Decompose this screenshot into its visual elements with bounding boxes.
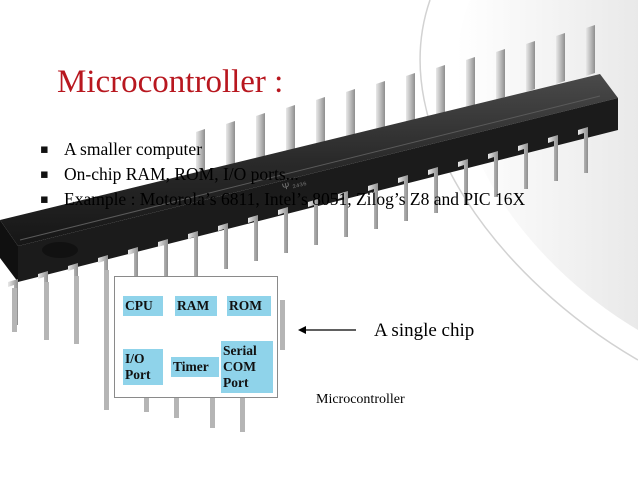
rom-block: ROM — [227, 296, 271, 316]
bullet-text: A smaller computer — [64, 139, 203, 159]
ram-block: RAM — [175, 296, 217, 316]
bullet-item: ▪ On-chip RAM, ROM, I/O ports... — [40, 164, 580, 185]
callout-arrow — [298, 326, 356, 334]
callout-label: A single chip — [374, 320, 475, 341]
chip-pins-back — [196, 25, 595, 180]
timer-block: Timer — [171, 357, 219, 377]
chip-body-end — [0, 220, 18, 282]
chip-body-side — [18, 98, 618, 282]
square-bullet-icon: ▪ — [40, 167, 49, 182]
serial-com-port-block: Serial COM Port — [221, 341, 273, 393]
io-port-block: I/O Port — [123, 349, 163, 385]
bullet-item: ▪ Example : Motorola’s 6811, Intel’s 805… — [40, 189, 580, 210]
square-bullet-icon: ▪ — [40, 192, 49, 207]
bullet-text: Example : Motorola’s 6811, Intel’s 8051,… — [64, 189, 526, 209]
chip-notch — [42, 242, 78, 258]
cpu-block: CPU — [123, 296, 163, 316]
bullet-item: ▪ A smaller computer — [40, 139, 580, 160]
diagram-caption: Microcontroller — [316, 392, 405, 407]
bullet-text: On-chip RAM, ROM, I/O ports... — [64, 164, 299, 184]
chip-body-top — [0, 74, 618, 246]
chip-pins-lower — [12, 270, 285, 432]
bullet-list: ▪ A smaller computer ▪ On-chip RAM, ROM,… — [40, 139, 580, 214]
microcontroller-block-diagram: CPU RAM ROM I/O Port Timer Serial COM Po… — [114, 276, 278, 398]
slide-title: Microcontroller : — [57, 64, 284, 100]
square-bullet-icon: ▪ — [40, 142, 49, 157]
